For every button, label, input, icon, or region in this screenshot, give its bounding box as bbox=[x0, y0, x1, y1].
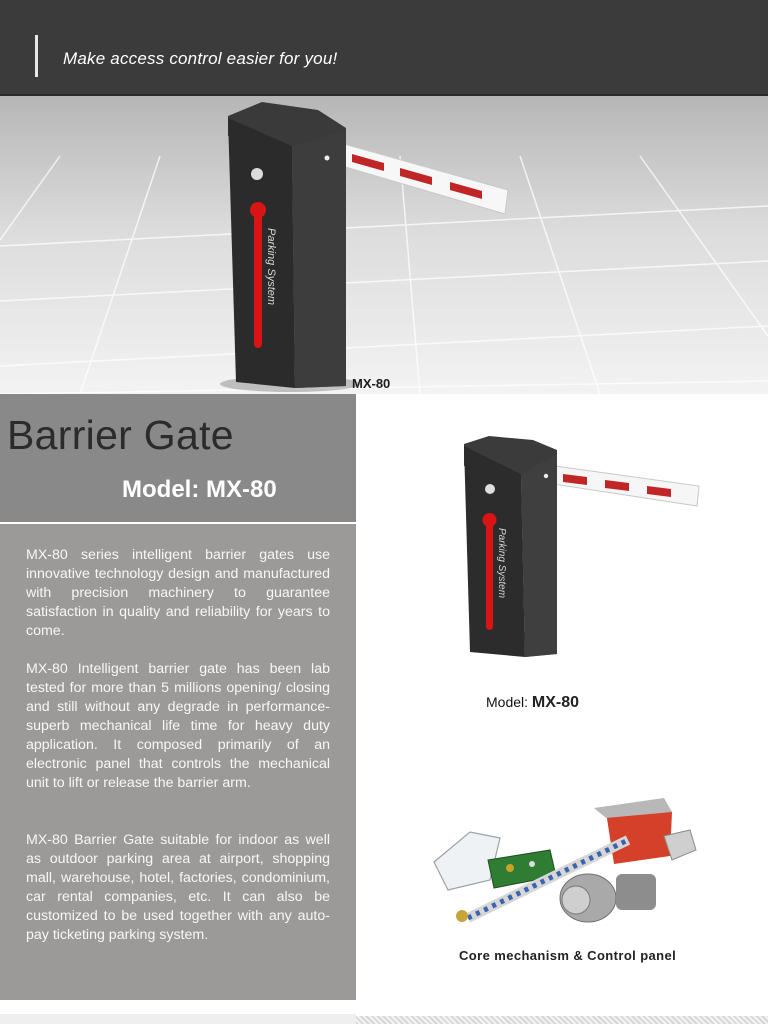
hero-gate-body bbox=[220, 102, 360, 392]
title-panel: Barrier Gate Model: MX-80 bbox=[0, 394, 356, 522]
product-gate-illustration: Parking System bbox=[464, 436, 700, 657]
product-caption-model: MX-80 bbox=[531, 694, 580, 711]
header-bar: Make access control easier for you! bbox=[0, 0, 768, 96]
header-accent-line bbox=[35, 35, 38, 77]
description-paragraph: MX-80 Intelligent barrier gate has been … bbox=[26, 661, 330, 791]
hero-image: Parking System MX-80 bbox=[0, 96, 768, 394]
footer-strip-right bbox=[356, 1016, 768, 1024]
product-caption: Model: MX-80 bbox=[486, 694, 579, 712]
hero-floor-illustration: Parking System bbox=[0, 102, 768, 394]
product-image: Parking System bbox=[455, 430, 705, 670]
footer-strip-left bbox=[0, 1014, 356, 1024]
product-barrier-arm bbox=[552, 465, 700, 507]
page-title: Barrier Gate bbox=[7, 412, 234, 458]
model-subtitle: Model: MX-80 bbox=[122, 476, 277, 503]
product-gate-label: Parking System bbox=[496, 528, 507, 598]
product-caption-prefix: Model: bbox=[486, 694, 529, 710]
description-paragraph: MX-80 Barrier Gate suitable for indoor a… bbox=[26, 832, 330, 943]
hero-gate-label: Parking System bbox=[265, 228, 277, 305]
description-paragraph: MX-80 series intelligent barrier gates u… bbox=[26, 547, 330, 639]
description-panel: MX-80 series intelligent barrier gates u… bbox=[0, 524, 356, 1000]
mechanism-illustration bbox=[433, 798, 697, 923]
tagline: Make access control easier for you! bbox=[63, 49, 338, 68]
hero-barrier-arm bbox=[341, 143, 509, 215]
product-gate-body bbox=[464, 436, 557, 657]
hero-model-label: MX-80 bbox=[352, 376, 391, 391]
mechanism-caption: Core mechanism & Control panel bbox=[459, 948, 677, 963]
mechanism-image bbox=[428, 790, 708, 945]
